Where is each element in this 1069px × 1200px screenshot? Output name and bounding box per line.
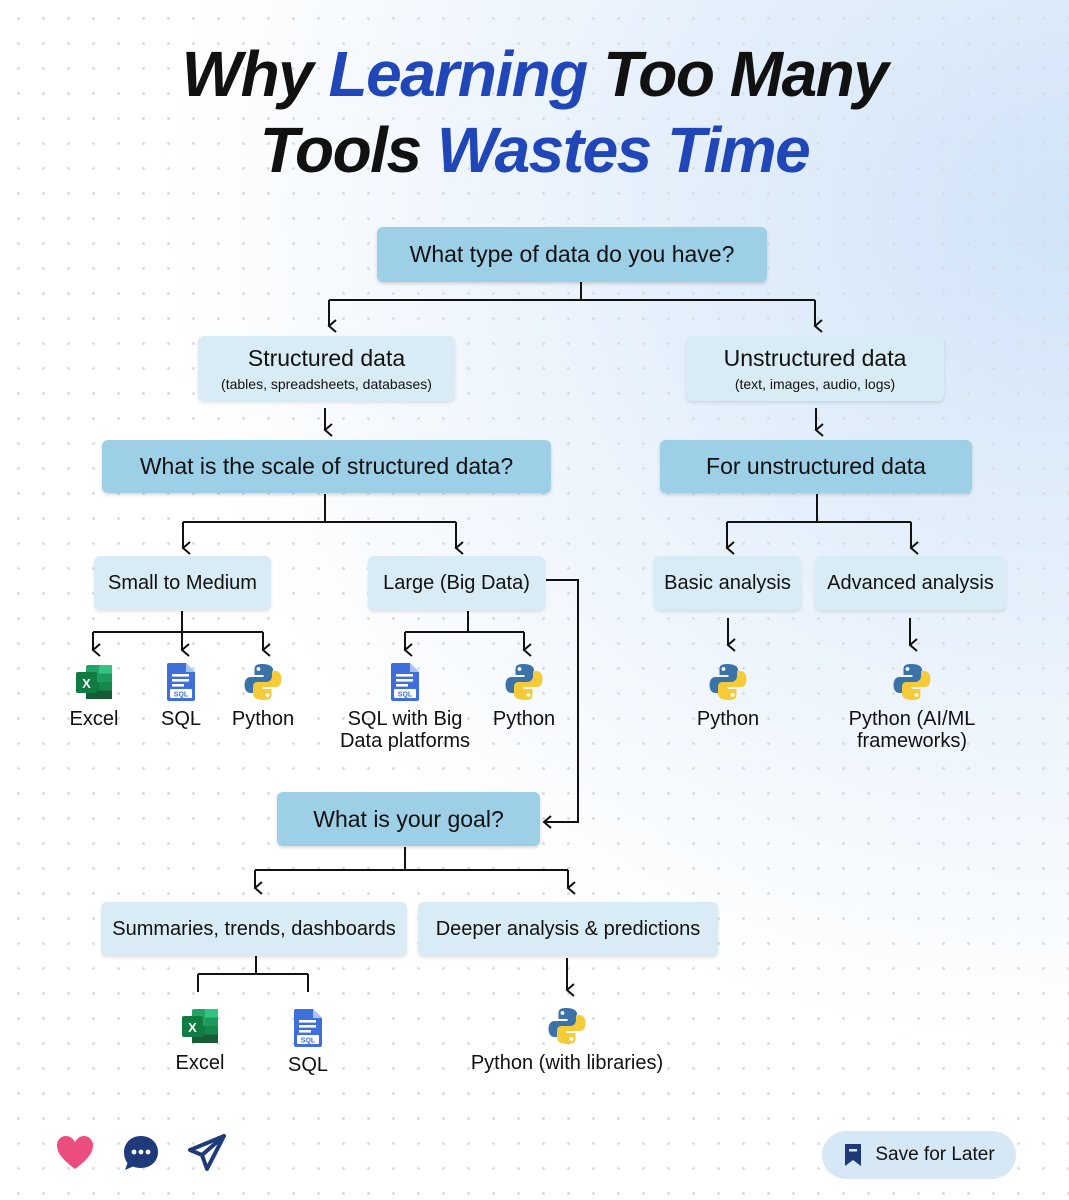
structured-data-title: Structured data [247, 345, 406, 371]
heart-icon [57, 1136, 93, 1169]
small-medium-box: Small to Medium [94, 556, 271, 610]
tool-python-advanced: Python (AI/ML frameworks) [832, 662, 992, 752]
large-data-label: Large (Big Data) [383, 571, 530, 594]
small-medium-label: Small to Medium [108, 571, 257, 594]
svg-text:SQL: SQL [174, 692, 189, 699]
tool-sql-bigdata: SQL SQL with Big Data platforms [324, 662, 486, 752]
basic-analysis-box: Basic analysis [654, 556, 801, 610]
tool-label: Python [492, 708, 556, 730]
page-title: Why Learning Too Many Tools Wastes Time [0, 36, 1069, 188]
unstructured-question-label: For unstructured data [706, 453, 926, 479]
tool-python-small: Python [183, 662, 343, 730]
scale-question-box: What is the scale of structured data? [102, 440, 551, 493]
unstructured-data-box: Unstructured data (text, images, audio, … [686, 336, 944, 401]
tool-excel-small: X Excel [14, 662, 174, 730]
tool-label: Excel [175, 1052, 225, 1074]
title-text: Why [181, 38, 329, 110]
tool-excel-summaries: X Excel [120, 1006, 280, 1074]
title-line-2: Tools Wastes Time [0, 112, 1069, 188]
unstructured-question-box: For unstructured data [660, 440, 972, 493]
sql-icon: SQL [292, 1008, 324, 1048]
save-for-later-button[interactable]: Save for Later [822, 1131, 1016, 1179]
comment-button[interactable] [118, 1130, 164, 1176]
unstructured-data-subtitle: (text, images, audio, logs) [734, 376, 896, 392]
svg-text:X: X [82, 676, 91, 691]
tool-python-basic: Python [648, 662, 808, 730]
large-data-box: Large (Big Data) [368, 556, 545, 610]
send-icon [188, 1134, 226, 1171]
python-icon [708, 662, 748, 702]
deeper-analysis-box: Deeper analysis & predictions [418, 902, 718, 956]
tool-label: SQL [160, 708, 202, 730]
root-question-label: What type of data do you have? [409, 241, 735, 267]
save-for-later-label: Save for Later [875, 1144, 995, 1165]
title-text: Too Many [586, 38, 889, 110]
tool-label: Python [231, 708, 295, 730]
tool-label: Python (AI/ML frameworks) [848, 708, 976, 752]
advanced-analysis-label: Advanced analysis [827, 571, 994, 594]
share-button[interactable] [184, 1130, 230, 1176]
svg-text:SQL: SQL [398, 692, 413, 699]
tool-python-deeper: Python (with libraries) [462, 1006, 672, 1074]
tool-python-bigdata: Python [444, 662, 604, 730]
comment-icon [124, 1136, 158, 1170]
scale-question-label: What is the scale of structured data? [139, 453, 514, 479]
unstructured-data-title: Unstructured data [723, 345, 907, 371]
excel-icon: X [180, 1006, 220, 1046]
sql-icon: SQL [165, 662, 197, 702]
sql-icon: SQL [389, 662, 421, 702]
post-actions [52, 1130, 230, 1176]
svg-text:SQL: SQL [301, 1038, 316, 1045]
tool-sql-summaries: SQL SQL [228, 1008, 388, 1076]
summaries-label: Summaries, trends, dashboards [112, 917, 396, 940]
deeper-analysis-label: Deeper analysis & predictions [435, 917, 701, 940]
python-icon [504, 662, 544, 702]
tool-label: Excel [69, 708, 119, 730]
title-line-1: Why Learning Too Many [0, 36, 1069, 112]
tool-label: SQL with Big Data platforms [339, 708, 471, 752]
goal-question-box: What is your goal? [277, 792, 540, 846]
title-accent-text: Learning [328, 38, 589, 110]
goal-question-label: What is your goal? [313, 805, 504, 832]
structured-data-box: Structured data (tables, spreadsheets, d… [198, 336, 455, 401]
like-button[interactable] [52, 1130, 98, 1176]
python-icon [892, 662, 932, 702]
structured-data-subtitle: (tables, spreadsheets, databases) [221, 376, 432, 392]
bookmark-icon [845, 1144, 862, 1166]
tool-label: Python (with libraries) [470, 1052, 664, 1074]
python-icon [243, 662, 283, 702]
tool-sql-small: SQL SQL [101, 662, 261, 730]
summaries-box: Summaries, trends, dashboards [101, 902, 407, 956]
title-text: Tools [259, 114, 437, 186]
svg-text:X: X [188, 1020, 197, 1035]
root-question-box: What type of data do you have? [377, 227, 767, 282]
tool-label: Python [696, 708, 760, 730]
python-icon [547, 1006, 587, 1046]
basic-analysis-label: Basic analysis [664, 571, 791, 594]
excel-icon: X [74, 662, 114, 702]
advanced-analysis-box: Advanced analysis [815, 556, 1006, 610]
tool-label: SQL [287, 1054, 329, 1076]
title-accent-text: Wastes Time [436, 114, 811, 186]
